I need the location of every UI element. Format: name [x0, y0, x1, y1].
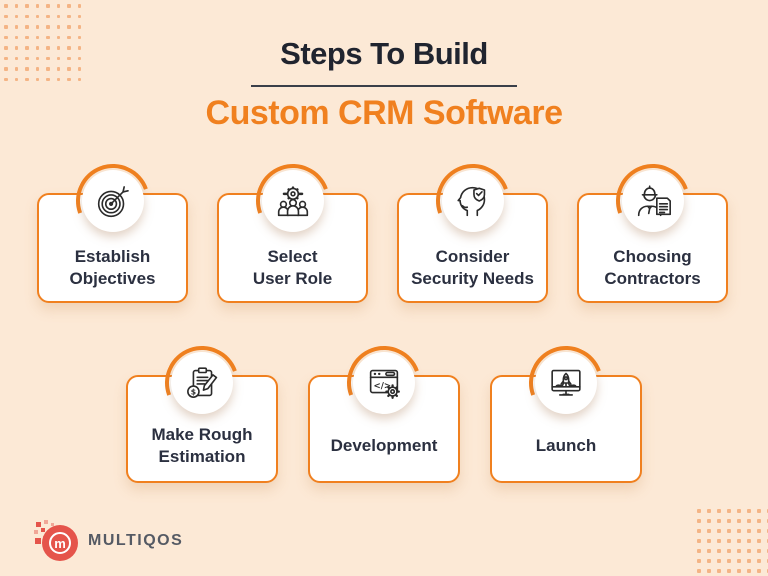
step-label: Establish Objectives [69, 246, 156, 288]
step-icon-badge [243, 151, 342, 251]
step-card-establish-objectives: Establish Objectives [37, 151, 188, 303]
user-role-icon [277, 186, 308, 217]
step-card-consider-security-needs: Consider Security Needs [397, 151, 548, 303]
security-icon [456, 186, 485, 217]
target-icon [97, 186, 129, 218]
svg-text:</>: </> [374, 381, 392, 391]
step-card-make-rough-estimation: $ Make Rough Estimation [126, 333, 278, 483]
step-card-development: </> Development [308, 333, 460, 483]
step-icon-badge: </> [334, 333, 434, 433]
page-title: Steps To Build [280, 36, 488, 71]
step-label: Consider Security Needs [411, 246, 534, 288]
step-icon-badge [63, 151, 162, 251]
estimation-icon: $ [187, 367, 218, 398]
step-card-select-user-role: Select User Role [217, 151, 368, 303]
step-label: Select User Role [252, 246, 333, 288]
contractor-icon [637, 185, 671, 217]
step-card-launch: Launch [490, 333, 642, 483]
step-icon-badge: $ [152, 333, 252, 433]
svg-text:$: $ [191, 387, 196, 396]
title-underline [251, 85, 517, 87]
logo-letter: m [49, 532, 71, 554]
multiqos-logo: m MULTIQOS [34, 518, 183, 564]
step-label: Launch [535, 435, 597, 455]
step-icon-badge [603, 151, 702, 251]
launch-icon [551, 369, 581, 396]
step-label: Make Rough Estimation [151, 424, 253, 466]
step-icon-badge [423, 151, 522, 251]
step-label: Development [330, 435, 438, 455]
page-subtitle: Custom CRM Software [205, 94, 563, 132]
step-card-choosing-contractors: Choosing Contractors [577, 151, 728, 303]
development-icon: </> [369, 369, 400, 399]
multiqos-logo-icon: m [34, 518, 80, 564]
step-label: Choosing Contractors [604, 246, 701, 288]
multiqos-logo-text: MULTIQOS [88, 532, 184, 549]
step-icon-badge [516, 333, 616, 433]
